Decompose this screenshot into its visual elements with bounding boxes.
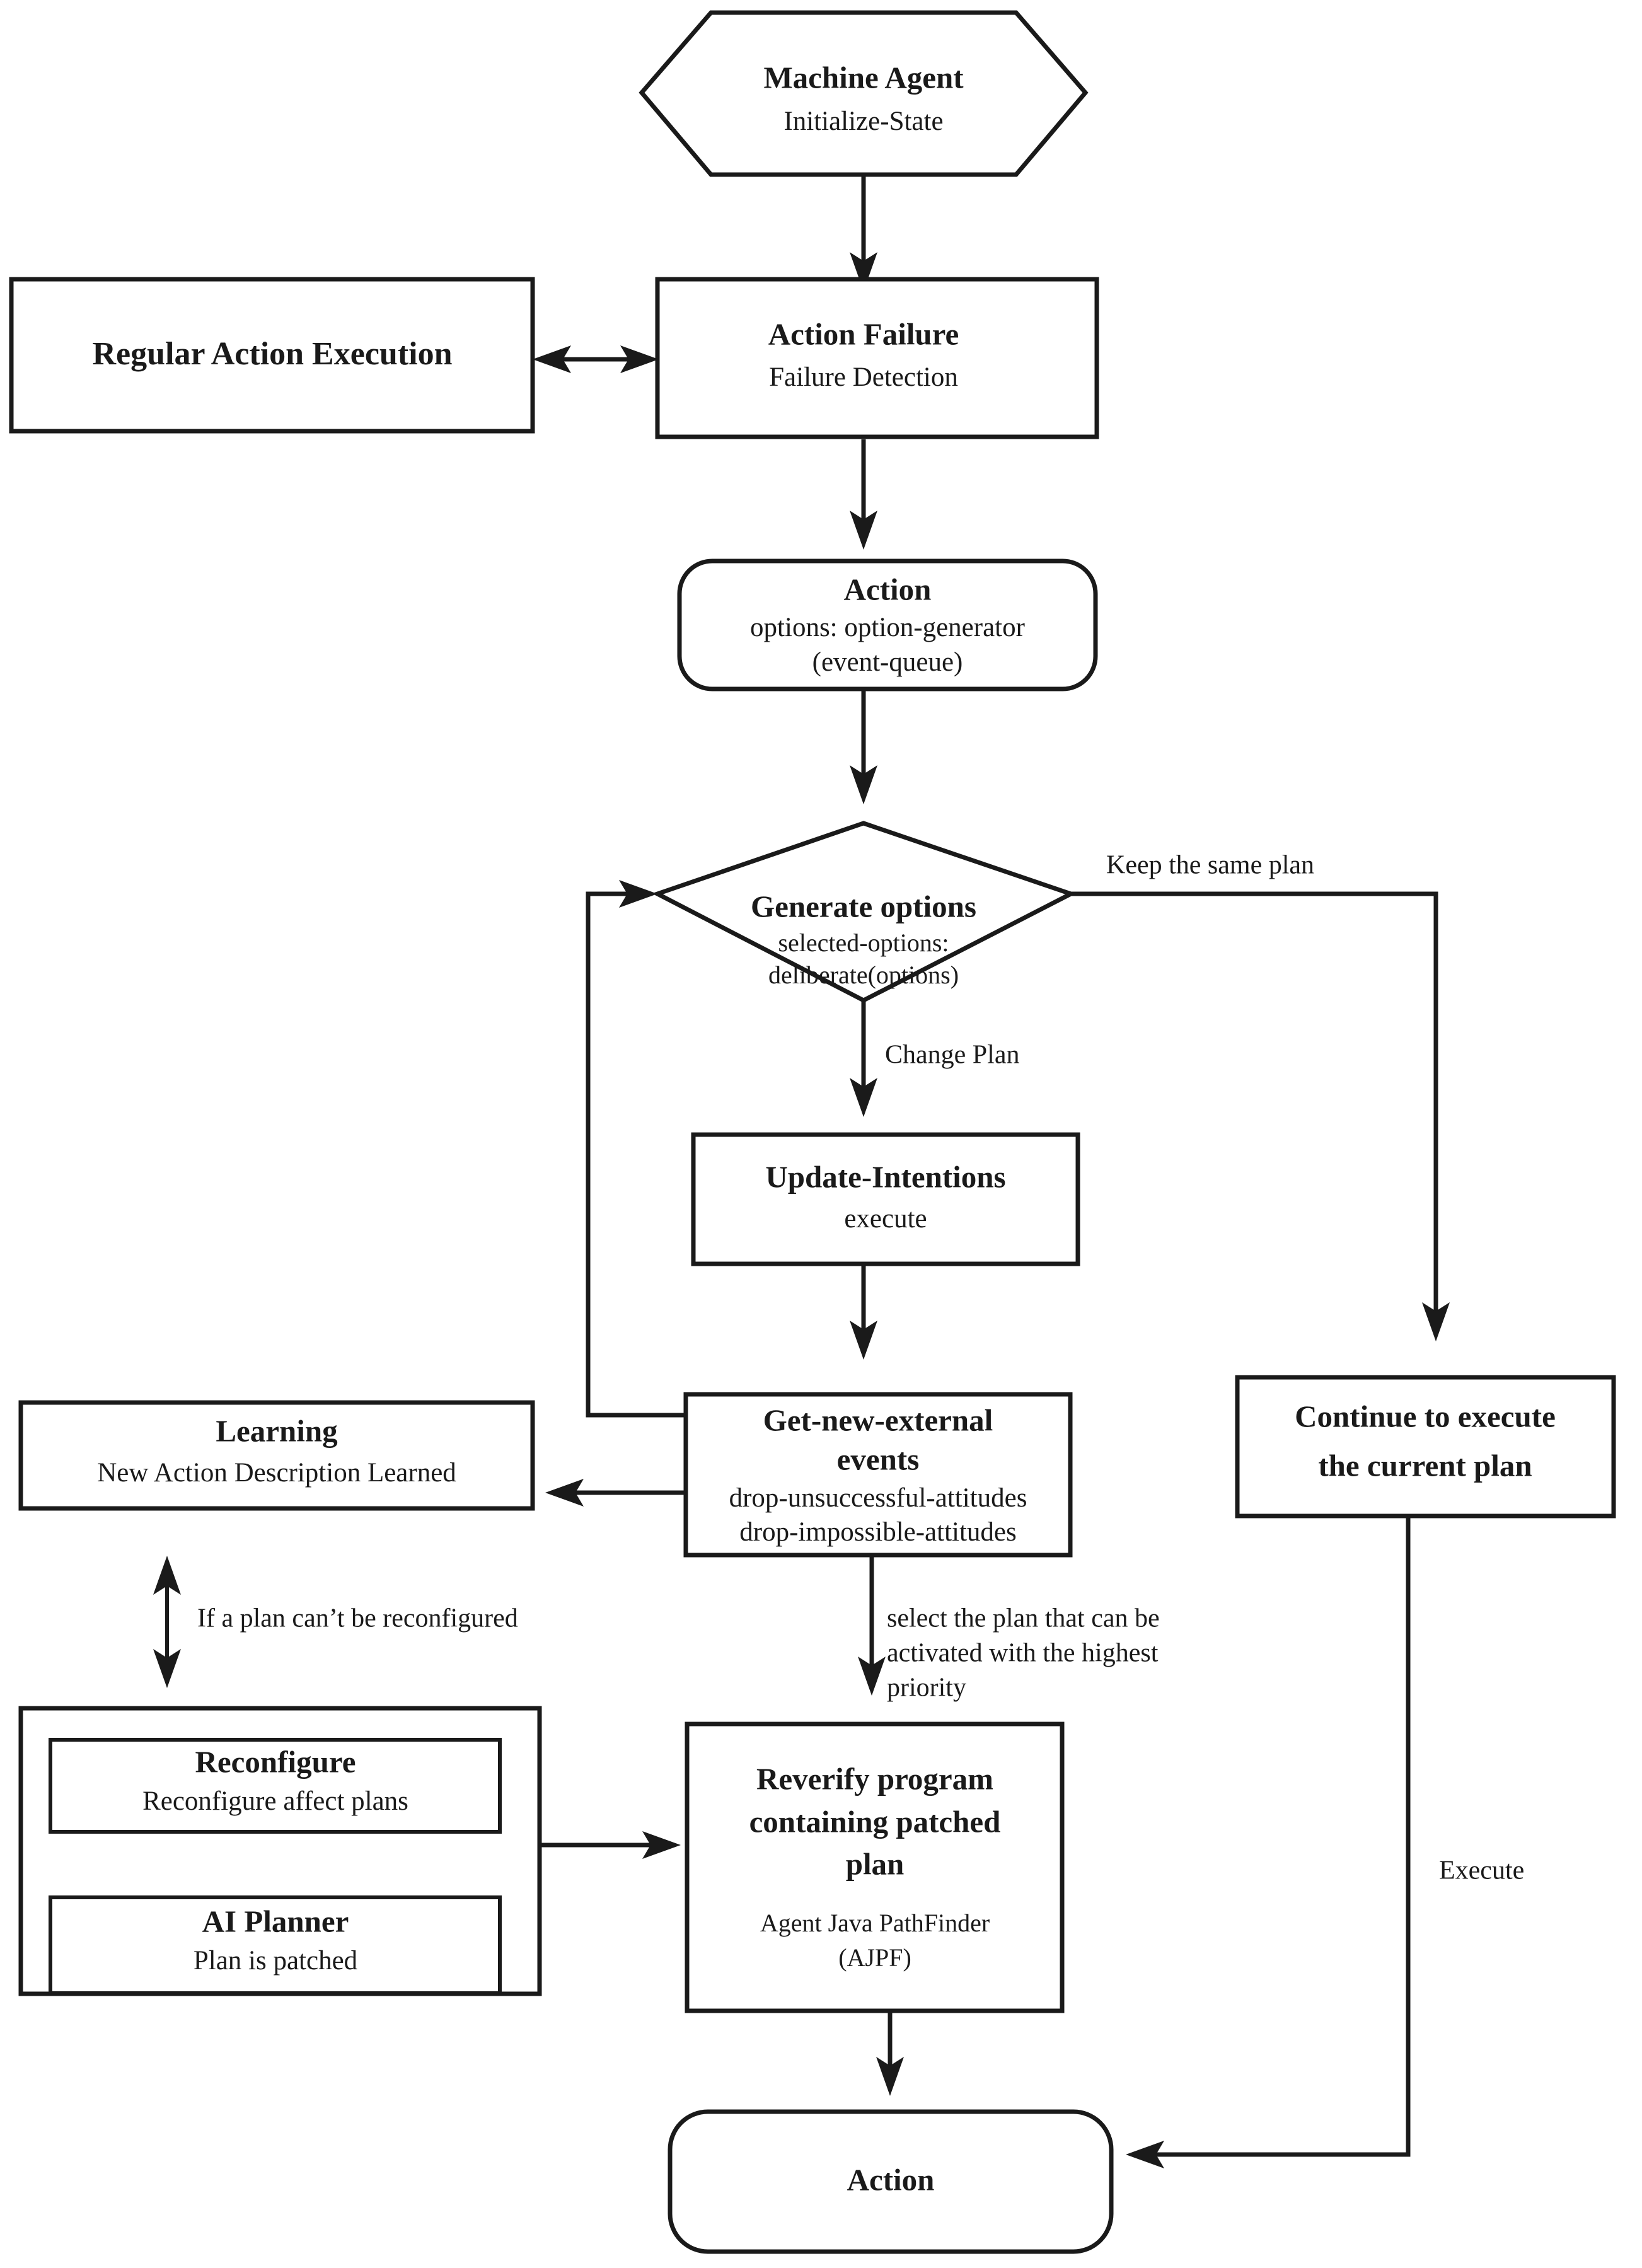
node-learning[interactable]: Learning New Action Description Learned xyxy=(18,1400,535,1511)
edge-get-new-external-events-loop-back xyxy=(586,880,687,1418)
edge-label-keep-the-same-plan: Keep the same plan xyxy=(1106,851,1314,880)
reconfigure-title: Reconfigure xyxy=(195,1744,356,1779)
action-options-title: Action xyxy=(844,572,932,606)
reverify-title-line2: containing patched xyxy=(749,1804,1001,1839)
node-update-intentions[interactable]: Update-Intentions execute xyxy=(691,1132,1080,1266)
node-reverify[interactable]: Reverify program containing patched plan… xyxy=(685,1721,1065,2013)
edge-reconfigure-group-to-reverify xyxy=(540,1831,681,1859)
node-action-final[interactable]: Action xyxy=(668,2109,1114,2254)
ai-planner-title: AI Planner xyxy=(202,1904,349,1938)
get-new-external-events-line4: drop-impossible-attitudes xyxy=(739,1517,1017,1547)
node-action-failure[interactable]: Action Failure Failure Detection xyxy=(655,277,1099,439)
update-intentions-subtitle: execute xyxy=(844,1204,927,1234)
node-reconfigure[interactable]: Reconfigure Reconfigure affect plans xyxy=(49,1738,502,1834)
edge-action-to-generate-options xyxy=(850,689,877,804)
get-new-external-events-title-line1: Get-new-external xyxy=(763,1403,993,1437)
get-new-external-events-line3: drop-unsuccessful-attitudes xyxy=(729,1483,1027,1513)
node-ai-planner[interactable]: AI Planner Plan is patched xyxy=(49,1895,502,1995)
reverify-title-line3: plan xyxy=(846,1846,905,1881)
continue-execute-title-line1: Continue to execute xyxy=(1295,1399,1556,1433)
reverify-title-line1: Reverify program xyxy=(756,1761,993,1796)
action-failure-title: Action Failure xyxy=(768,316,959,351)
action-options-line3: (event-queue) xyxy=(812,647,963,677)
node-generate-options[interactable]: Generate options selected-options: delib… xyxy=(652,821,1077,1003)
ai-planner-subtitle: Plan is patched xyxy=(194,1946,357,1976)
edge-change-plan xyxy=(850,1001,877,1117)
learning-title: Learning xyxy=(216,1413,338,1448)
edge-label-select-plan-line3: priority xyxy=(887,1674,966,1703)
edge-reverify-to-action-final xyxy=(876,2011,904,2096)
continue-execute-title-line2: the current plan xyxy=(1318,1448,1532,1483)
reverify-line4: Agent Java PathFinder xyxy=(760,1909,990,1937)
edge-label-execute: Execute xyxy=(1439,1856,1524,1885)
reconfigure-subtitle: Reconfigure affect plans xyxy=(142,1786,408,1816)
action-failure-subtitle: Failure Detection xyxy=(769,362,958,392)
edge-learning-reconfigure-bidirectional xyxy=(153,1556,181,1688)
edge-keep-the-same-plan xyxy=(1070,891,1450,1341)
edge-machine-agent-to-action-failure xyxy=(850,176,877,291)
get-new-external-events-title-line2: events xyxy=(837,1442,920,1476)
reverify-line5: (AJPF) xyxy=(838,1943,911,1972)
regular-action-execution-title: Regular Action Execution xyxy=(92,336,452,372)
edge-label-change-plan: Change Plan xyxy=(885,1041,1019,1070)
edge-label-select-plan-line2: activated with the highest xyxy=(887,1639,1159,1668)
node-continue-execute[interactable]: Continue to execute the current plan xyxy=(1235,1375,1616,1519)
edge-regular-action-execution-bidirectional xyxy=(533,345,659,373)
generate-options-line2: selected-options: xyxy=(778,929,949,957)
machine-agent-title: Machine Agent xyxy=(763,60,964,95)
node-machine-agent[interactable]: Machine Agent Initialize-State xyxy=(639,10,1089,177)
action-final-title: Action xyxy=(847,2162,935,2197)
action-options-line2: options: option-generator xyxy=(750,613,1025,642)
node-get-new-external-events[interactable]: Get-new-external events drop-unsuccessfu… xyxy=(683,1392,1073,1558)
edge-get-new-external-events-to-learning xyxy=(545,1479,687,1507)
edge-label-select-plan-line1: select the plan that can be xyxy=(887,1604,1160,1633)
update-intentions-title: Update-Intentions xyxy=(765,1159,1005,1194)
edge-label-if-cannot-reconfigure: If a plan can’t be reconfigured xyxy=(197,1604,518,1633)
edge-select-plan-highest-priority xyxy=(858,1555,886,1696)
generate-options-line3: deliberate(options) xyxy=(768,961,959,989)
machine-agent-subtitle: Initialize-State xyxy=(783,107,943,136)
node-regular-action-execution[interactable]: Regular Action Execution xyxy=(9,277,535,434)
generate-options-title: Generate options xyxy=(751,889,976,923)
edge-execute xyxy=(1126,1518,1411,2168)
learning-subtitle: New Action Description Learned xyxy=(97,1458,456,1488)
edge-action-failure-to-action xyxy=(850,439,877,550)
node-action-options[interactable]: Action options: option-generator (event-… xyxy=(677,558,1098,691)
